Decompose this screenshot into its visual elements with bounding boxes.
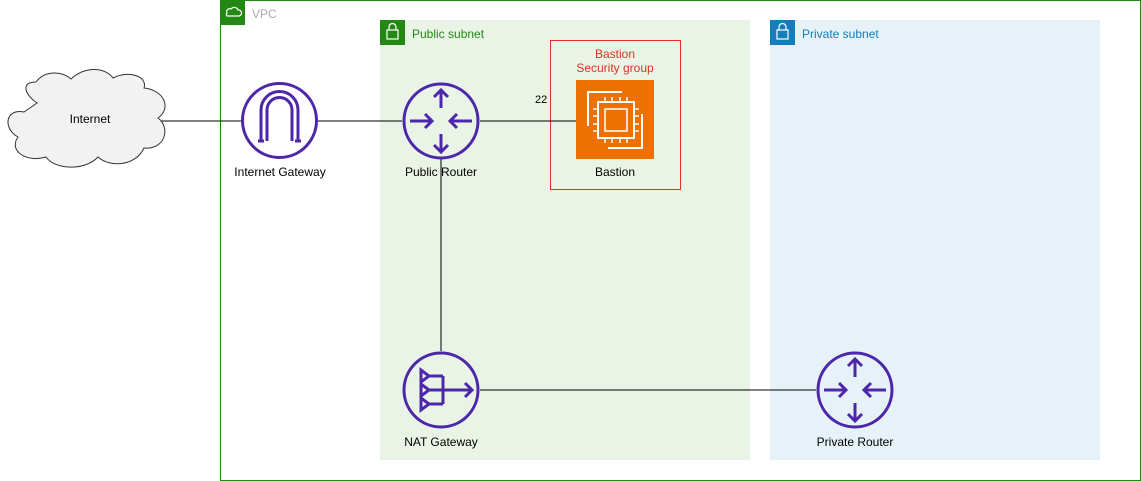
security-group-box [550,40,681,190]
ec2-instance-icon [576,80,654,159]
public-subnet-lock-icon [380,20,405,45]
private-subnet-group [770,20,1100,460]
nat-gateway-label: NAT Gateway [404,435,478,449]
vpc-cloud-lock-icon [225,6,243,17]
internet-label: Internet [69,112,111,126]
public-subnet-group [380,20,750,460]
internet-gateway-icon [241,82,318,159]
bastion-label: Bastion [594,165,636,179]
edges [160,120,816,391]
router-icon [816,351,894,429]
port-22-label: 22 [535,94,548,106]
private-router-label: Private Router [816,435,894,449]
cloud-icon [7,69,166,168]
security-group-label: Bastion Security group [576,47,654,75]
public-router-label: Public Router [404,165,478,179]
private-subnet-lock-icon [770,20,795,45]
nat-gateway-icon [402,351,480,429]
router-icon [402,82,480,160]
public-subnet-label: Public subnet [412,27,485,41]
vpc-label: VPC [252,7,277,21]
private-subnet-label: Private subnet [802,27,879,41]
internet-gateway-label: Internet Gateway [234,165,326,179]
vpc-icon [220,0,245,25]
